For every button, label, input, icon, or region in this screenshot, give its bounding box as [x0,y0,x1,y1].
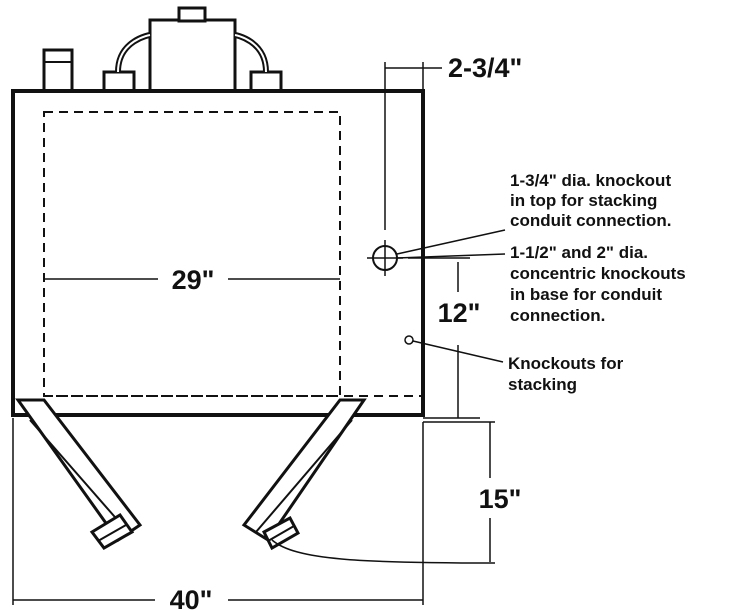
top-knockout-note-line: conduit connection. [510,211,672,230]
base-knockouts-note-line: concentric knockouts [510,264,686,283]
knockout-height-label: 12" [438,298,481,328]
right-leg [241,398,367,551]
inner-width-label: 29" [172,265,215,295]
stacking-knockout-hole [404,335,414,345]
base-knockouts-note-line: 1-1/2" and 2" dia. [510,243,648,262]
top-knockout-note: 1-3/4" dia. knockout in top for stacking… [510,171,676,230]
leg-height-dimension [271,421,496,564]
top-knockout-note-line: 1-3/4" dia. knockout [510,171,671,190]
base-knockouts-note-line: in base for conduit [510,285,662,304]
left-leg [15,398,143,550]
stacking-knockouts-note: Knockouts for stacking [508,354,628,394]
left-post [42,48,74,94]
top-knockout-leader [396,229,506,255]
base-knockouts-note-line: connection. [510,306,605,325]
leg-height-label: 15" [479,484,522,514]
inner-dashed-outline [43,111,341,397]
overall-width-label: 40" [170,585,213,610]
cabinet-body [11,89,425,417]
overall-width-dimension [12,418,424,605]
top-housing [102,6,283,94]
top-knockout-note-line: in top for stacking [510,191,657,210]
knockout-height-dimension [408,257,480,419]
stacking-knockouts-note-line: stacking [508,375,577,394]
stacking-knockouts-note-line: Knockouts for [508,354,624,373]
base-knockouts-note: 1-1/2" and 2" dia. concentric knockouts … [510,243,690,325]
knockout-offset-label: 2-3/4" [448,53,522,83]
knockout-offset-dimension [384,62,442,91]
